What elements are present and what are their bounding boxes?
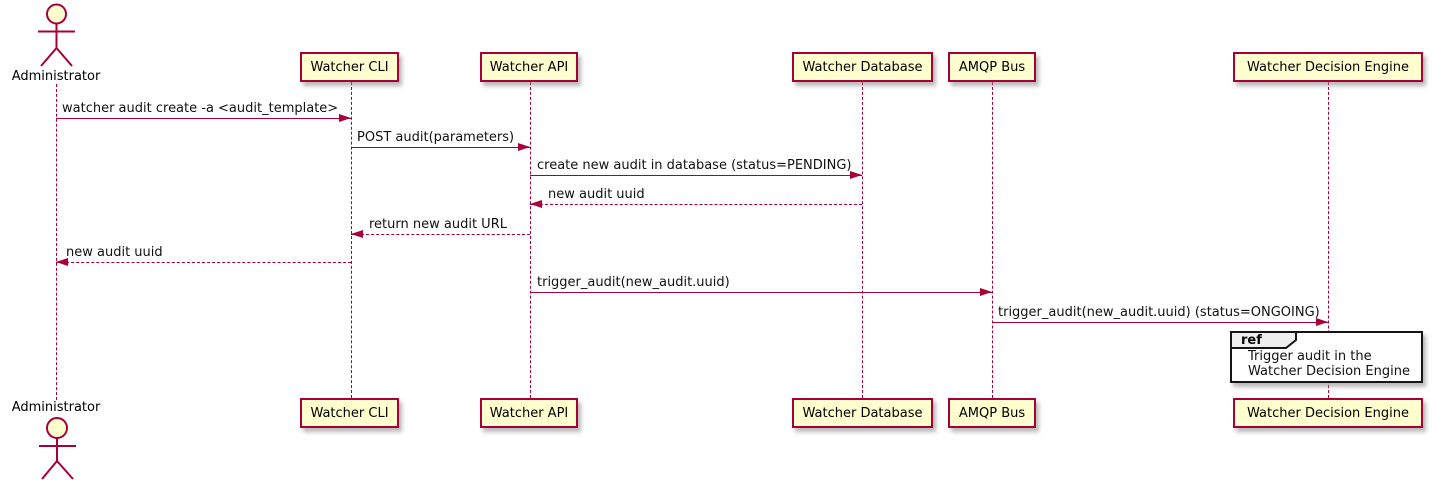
message-8-line xyxy=(992,322,1328,323)
ref-keyword: ref xyxy=(1241,333,1262,348)
message-5-arrowhead xyxy=(351,230,363,238)
message-3-arrowhead xyxy=(850,171,862,179)
message-6-line xyxy=(56,262,351,263)
actor-icon-top xyxy=(38,3,75,67)
participant-bottom-amqp-bus: AMQP Bus xyxy=(948,398,1036,428)
participant-bottom-watcher-decision-engine: Watcher Decision Engine xyxy=(1233,398,1423,428)
message-4-label: new audit uuid xyxy=(548,187,645,202)
message-2-line xyxy=(351,147,530,148)
message-6-label: new audit uuid xyxy=(66,245,163,260)
message-7-label: trigger_audit(new_audit.uuid) xyxy=(537,275,730,290)
lifeline-administrator xyxy=(56,84,57,400)
participant-bottom-watcher-cli: Watcher CLI xyxy=(300,398,399,428)
message-4-arrowhead xyxy=(530,200,542,208)
ref-text-line-2: Watcher Decision Engine xyxy=(1248,364,1410,379)
message-7-line xyxy=(530,292,992,293)
lifeline-watcher-api xyxy=(530,82,531,398)
ref-tab-shape xyxy=(1230,331,1297,349)
message-3-label: create new audit in database (status=PEN… xyxy=(537,158,852,173)
actor-label-top: Administrator xyxy=(11,69,101,84)
message-6-arrowhead xyxy=(56,258,68,266)
participant-top-watcher-database: Watcher Database xyxy=(792,52,933,82)
ref-text-line-1: Trigger audit in the xyxy=(1248,349,1372,364)
participant-bottom-watcher-api: Watcher API xyxy=(480,398,578,428)
participant-top-watcher-decision-engine: Watcher Decision Engine xyxy=(1233,52,1423,82)
participant-bottom-watcher-database: Watcher Database xyxy=(792,398,933,428)
message-1-arrowhead xyxy=(339,114,351,122)
participant-top-watcher-api: Watcher API xyxy=(480,52,578,82)
participant-top-amqp-bus: AMQP Bus xyxy=(948,52,1036,82)
participant-top-watcher-cli: Watcher CLI xyxy=(300,52,399,82)
message-5-line xyxy=(351,234,530,235)
lifeline-watcher-cli xyxy=(351,82,352,398)
message-1-label: watcher audit create -a <audit_template> xyxy=(62,101,339,116)
lifeline-watcher-decision-engine xyxy=(1328,82,1329,398)
message-8-arrowhead xyxy=(1316,318,1328,326)
actor-label-bottom: Administrator xyxy=(11,400,101,415)
message-7-arrowhead xyxy=(980,288,992,296)
ref-text: Trigger audit in the Watcher Decision En… xyxy=(1248,349,1410,379)
message-1-line xyxy=(56,118,351,119)
message-4-line xyxy=(530,204,862,205)
message-2-arrowhead xyxy=(518,143,530,151)
message-8-label: trigger_audit(new_audit.uuid) (status=ON… xyxy=(998,305,1320,320)
message-5-label: return new audit URL xyxy=(369,217,507,232)
lifeline-amqp-bus xyxy=(992,82,993,398)
lifeline-watcher-database xyxy=(862,82,863,398)
message-3-line xyxy=(530,175,862,176)
message-2-label: POST audit(parameters) xyxy=(357,130,515,145)
ref-fragment: ref Trigger audit in the Watcher Decisio… xyxy=(1230,331,1423,383)
actor-icon-bottom xyxy=(39,417,76,480)
